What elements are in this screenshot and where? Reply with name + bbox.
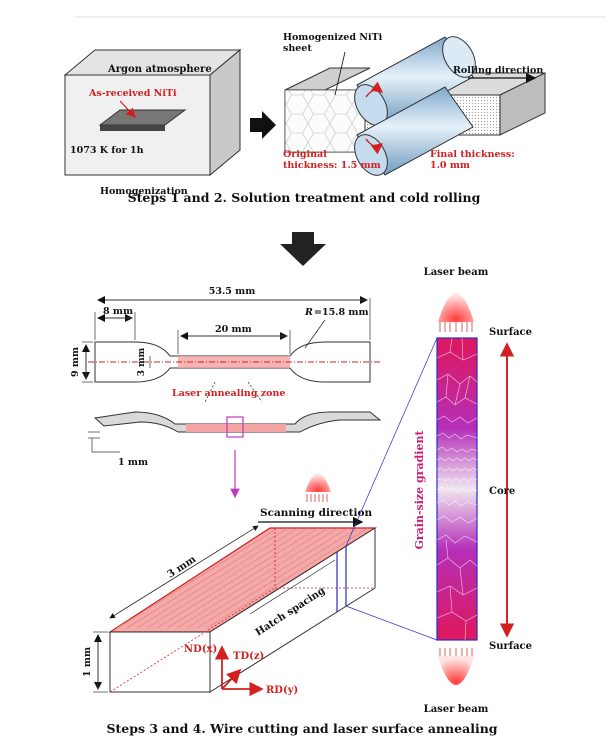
homog-sheet-label-1: Homogenized NiTi [283,32,383,43]
dim-gauge-length: 20 mm [215,324,252,335]
dim-radius-value: =15.8 mm [314,307,369,318]
dim-block-length: 3 mm [166,554,199,581]
dim-total-length: 53.5 mm [209,286,256,297]
final-thickness-label-1: Final thickness: [430,149,515,160]
specimen-top-view [82,296,382,403]
as-received-label: As-received NiTi [88,88,177,99]
grain-size-gradient-label: Grain-size gradient [413,430,426,550]
dim-block-height: 1 mm [82,647,93,677]
gradient-bar [436,293,515,685]
original-thickness-label-1: Original [283,149,327,160]
argon-label: Argon atmosphere [107,64,212,75]
homogenization-label: Homogenization [100,186,188,197]
annealed-block [93,473,378,697]
temp-label: 1073 K for 1h [70,145,144,156]
dim-thickness: 1 mm [118,457,148,468]
arrow-down-icon [280,232,326,266]
steps-34-caption: Steps 3 and 4. Wire cutting and laser su… [106,721,497,736]
laser-beam-bottom-label: Laser beam [424,704,489,715]
rolling-setup [284,36,546,176]
specimen-side-view [88,411,382,453]
scanning-direction-label: Scanning direction [260,507,372,519]
axis-nd: ND(x) [184,644,217,655]
lower-roller [354,86,474,176]
dim-radius-r: R [304,307,313,318]
dim-grip-length: 8 mm [103,306,133,317]
laser-beam-top-label: Laser beam [424,267,489,278]
final-thickness-label-2: 1.0 mm [430,160,470,171]
arrow-right-icon [250,111,276,139]
rolling-direction-label: Rolling direction [453,65,543,76]
original-thickness-label-2: thickness: 1.5 mm [283,160,381,171]
dim-width: 9 mm [70,347,81,377]
surface-top-label: Surface [489,327,532,338]
laser-zone-label: Laser annealing zone [172,388,285,399]
surface-bottom-label: Surface [489,641,532,652]
steps-12-caption: Steps 1 and 2. Solution treatment and co… [128,190,481,205]
upper-roller [354,36,476,126]
axis-rd: RD(y) [266,685,298,696]
furnace-box [63,48,242,177]
connector-bottom [345,605,438,641]
core-label: Core [489,486,515,497]
connector-top [345,337,438,547]
homog-sheet-label-2: sheet [283,43,312,54]
axis-td: TD(z) [233,651,264,662]
dim-gauge-width: 3 mm [137,347,147,376]
